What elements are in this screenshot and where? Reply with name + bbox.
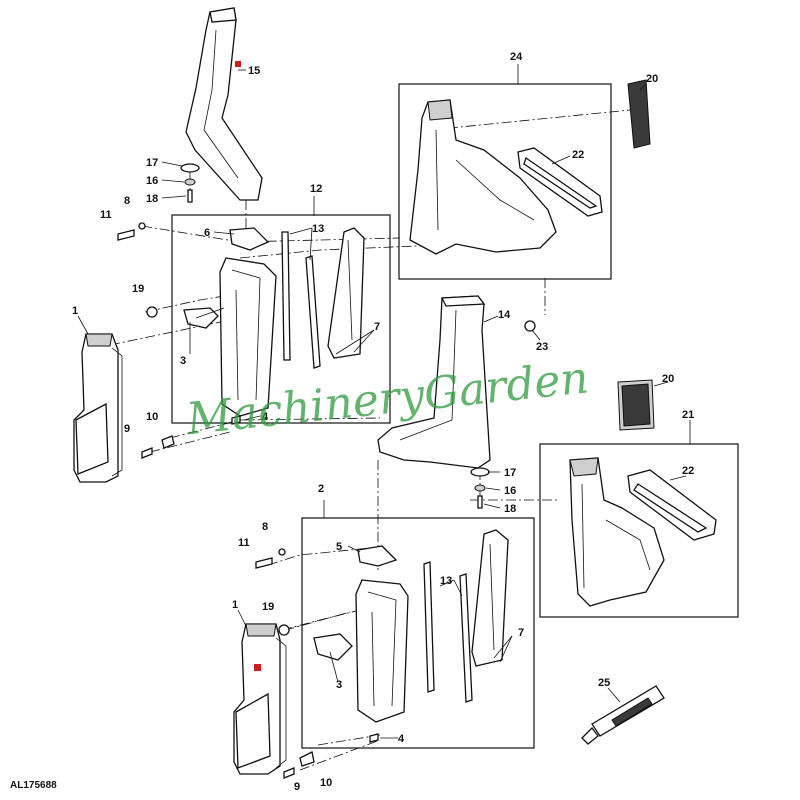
group-2-parts [313,529,509,723]
callout-4-lower: 4 [398,733,405,745]
document-id: AL175688 [10,780,57,791]
callout-14: 14 [498,309,511,321]
part-1-panel-upper [73,333,123,483]
part-21-housing [569,457,665,607]
callout-3: 3 [180,355,186,367]
frame-group-24 [398,83,612,280]
callout-15: 15 [248,65,260,77]
part-25-tube [581,685,665,745]
callout-19-lower: 19 [262,601,274,613]
part-15-upper-duct [185,7,263,201]
hardware [117,163,536,779]
callout-5: 5 [336,541,342,553]
callout-16: 16 [146,175,158,187]
callout-8: 8 [124,195,130,207]
callout-22-lower: 22 [682,465,694,477]
callout-6: 6 [204,227,210,239]
callout-16-lower: 16 [504,485,516,497]
callout-23: 23 [536,341,548,353]
callout-9: 9 [124,423,130,435]
callout-12: 12 [310,183,322,195]
callout-17-lower: 17 [504,467,516,479]
callout-13-lower: 13 [440,575,452,587]
callout-21: 21 [682,409,694,421]
frame-group-21 [539,443,739,618]
part-1-panel-lower [233,623,287,775]
callout-1: 1 [72,305,78,317]
frame-group-12 [171,214,391,424]
part-14-lower-duct [377,295,491,469]
part-20-filters [617,79,655,431]
callout-9-lower: 9 [294,781,300,793]
callout-3-lower: 3 [336,679,342,691]
callout-18: 18 [146,193,158,205]
callout-10-lower: 10 [320,777,332,789]
callout-17: 17 [146,157,158,169]
callout-19: 19 [132,283,144,295]
callout-20: 20 [646,73,658,85]
part-24-housing [409,99,557,255]
callout-13: 13 [312,223,324,235]
callout-20-lower: 20 [662,373,674,385]
marker-15 [235,61,241,67]
callouts: 15 17 16 18 11 8 12 6 13 19 1 3 7 10 9 4… [72,51,694,793]
callout-2: 2 [318,483,324,495]
marker-1 [254,664,261,671]
callout-11: 11 [100,209,112,221]
part-22-gaskets [517,147,717,541]
callout-4: 4 [262,411,269,423]
frame-group-2 [301,517,535,749]
callout-22: 22 [572,149,584,161]
callout-1-lower: 1 [232,599,238,611]
callout-7: 7 [374,321,380,333]
callout-25: 25 [598,677,610,689]
callout-18-lower: 18 [504,503,516,515]
callout-leaders [77,64,691,739]
callout-11-lower: 11 [238,537,250,549]
callout-10: 10 [146,411,158,423]
callout-8-lower: 8 [262,521,268,533]
callout-7-lower: 7 [518,627,524,639]
callout-24: 24 [510,51,523,63]
